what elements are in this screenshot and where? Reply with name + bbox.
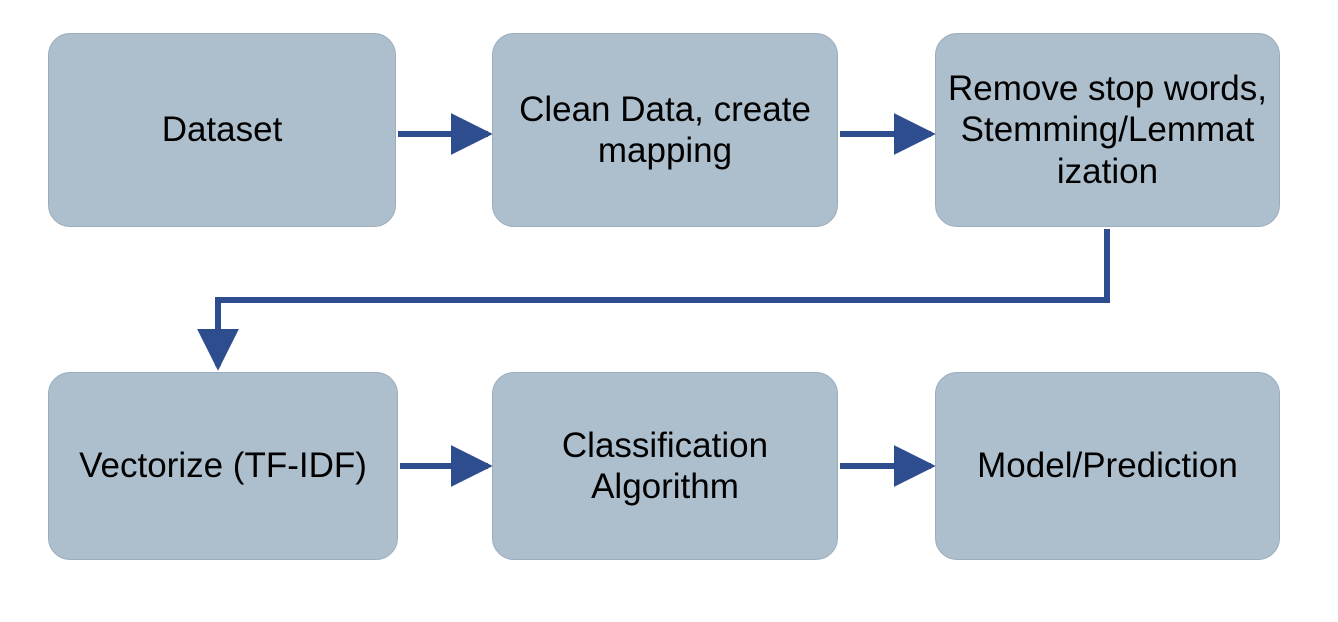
node-classification-algorithm[interactable]: Classification Algorithm — [492, 372, 838, 560]
edge-stopwords-vectorize — [197, 229, 1110, 371]
node-vectorize-tfidf[interactable]: Vectorize (TF-IDF) — [48, 372, 398, 560]
node-clean-data-create-mapping[interactable]: Clean Data, create mapping — [492, 33, 838, 227]
node-remove-stop-words-stemming-lemmatization-label: Remove stop words, Stemming/Lemmat izati… — [947, 69, 1268, 191]
node-classification-algorithm-label: Classification Algorithm — [561, 425, 769, 506]
node-remove-stop-words-stemming-lemmatization[interactable]: Remove stop words, Stemming/Lemmat izati… — [935, 33, 1280, 227]
node-dataset-label: Dataset — [161, 110, 283, 150]
node-model-prediction-label: Model/Prediction — [977, 446, 1238, 486]
node-model-prediction[interactable]: Model/Prediction — [935, 372, 1280, 560]
node-clean-data-create-mapping-label: Clean Data, create mapping — [519, 89, 811, 170]
node-dataset[interactable]: Dataset — [48, 33, 396, 227]
node-vectorize-tfidf-label: Vectorize (TF-IDF) — [79, 446, 367, 486]
